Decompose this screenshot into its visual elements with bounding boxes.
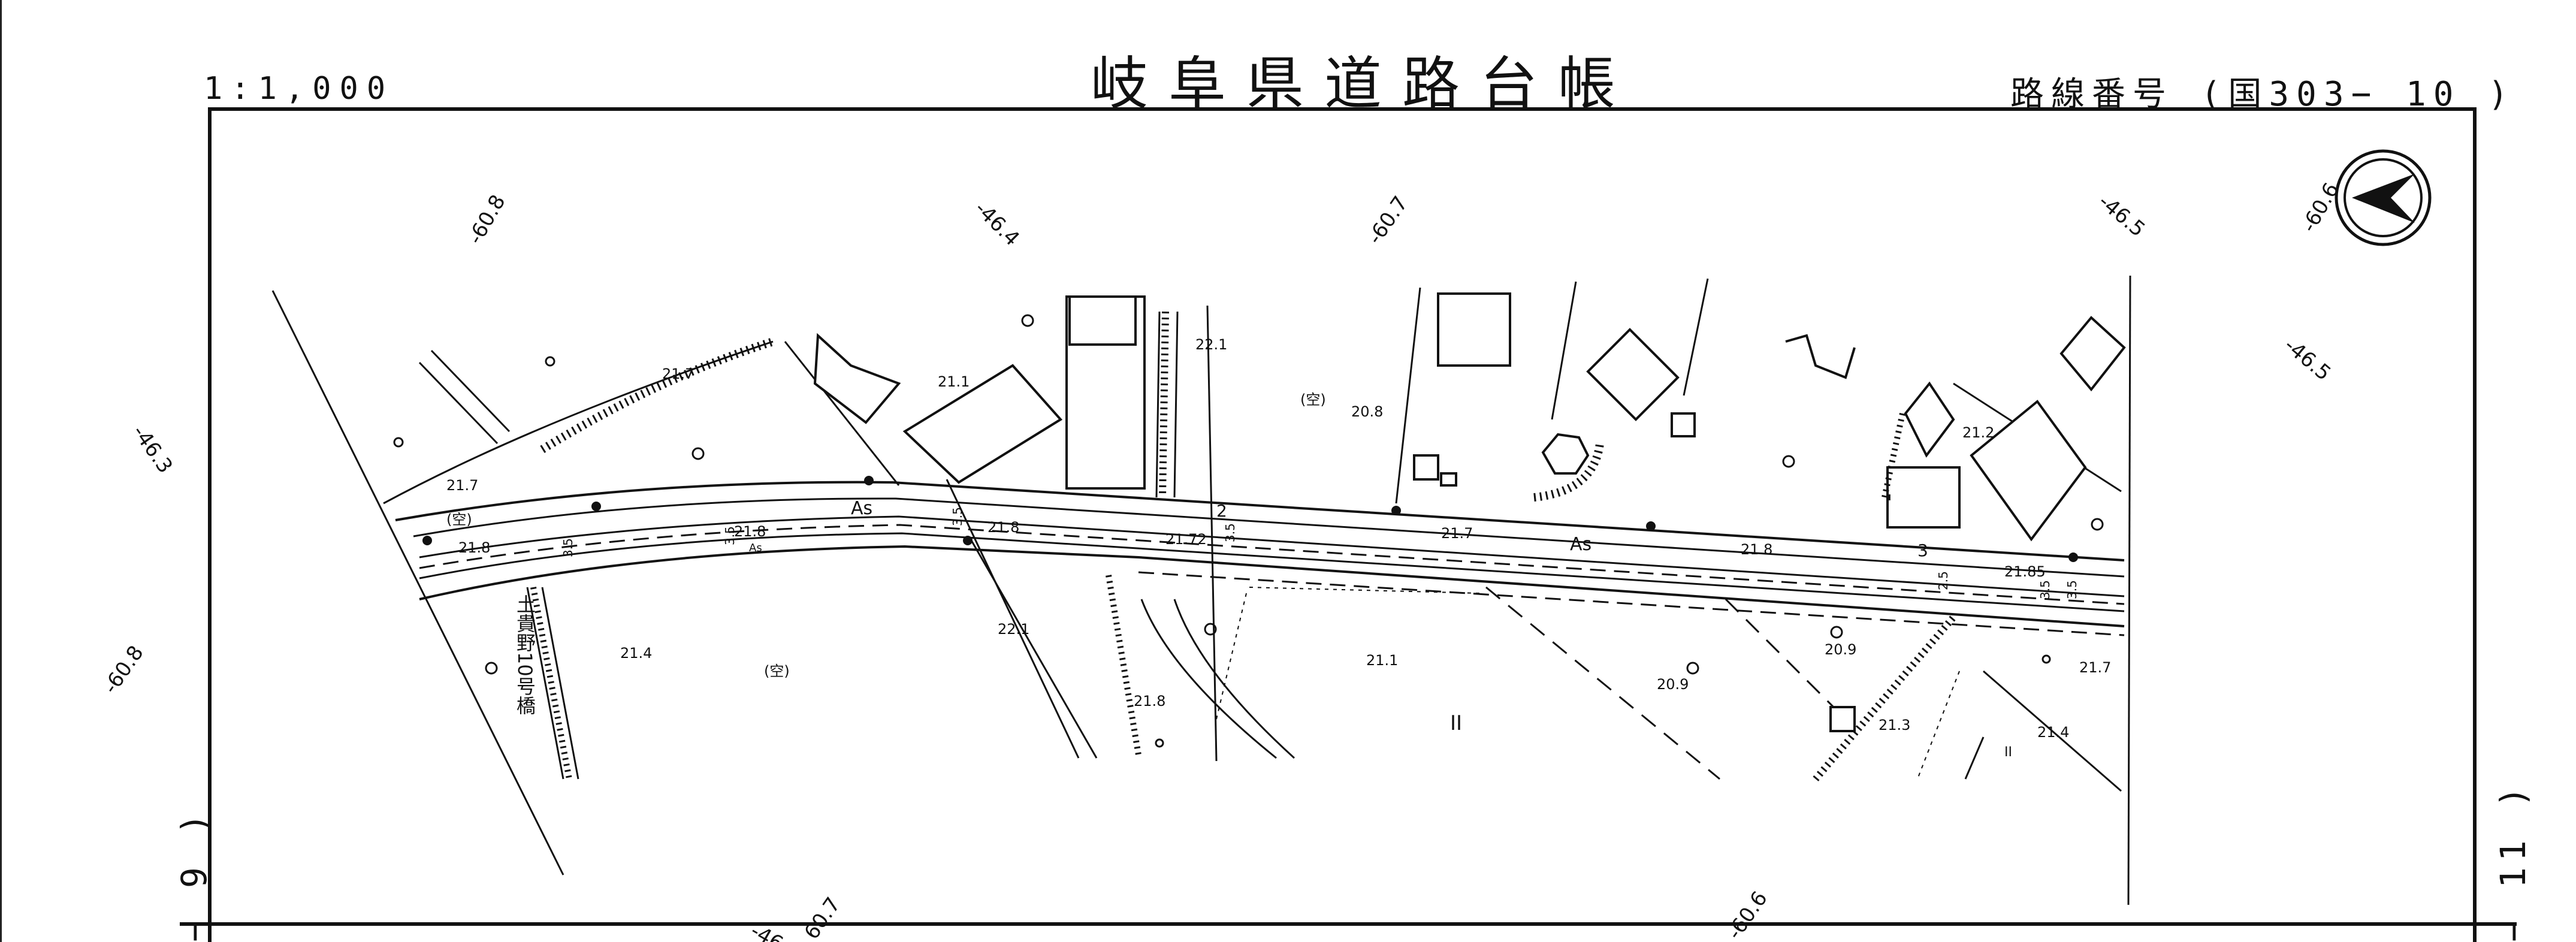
- elevation-label: 21.7: [446, 477, 478, 494]
- north-arrow-icon: [2335, 149, 2432, 246]
- elevation-label: 21.85: [2004, 563, 2046, 580]
- point-symbols: [393, 314, 2104, 748]
- elevation-label: 20.9: [1657, 676, 1689, 693]
- elevation-label: 21.2: [1962, 424, 1994, 441]
- grid-label: -60.6: [1723, 887, 1772, 942]
- grid-label: 60.7: [800, 893, 845, 942]
- elevation-label: 21.7: [662, 366, 694, 382]
- elevation-label: 22.1: [998, 621, 1029, 638]
- width-label: 3.5: [2038, 580, 2052, 599]
- elevation-label: 21.8: [458, 539, 490, 556]
- parcel-lines: [271, 275, 2131, 905]
- field-symbol: II: [1450, 711, 1462, 735]
- vacant-label: (空): [1300, 391, 1326, 408]
- width-label: 3.5: [2065, 580, 2079, 599]
- vacant-label: (空): [446, 511, 472, 528]
- elevation-label: 21.8: [987, 519, 1019, 536]
- survey-points: [422, 476, 2078, 562]
- map-scale: 1:1,000: [204, 71, 394, 107]
- grid-label: -60.8: [99, 641, 149, 698]
- station-label: 2: [1216, 501, 1227, 521]
- embankment-hatching: [418, 311, 1956, 781]
- elevation-label: 20.9: [1825, 641, 1856, 658]
- boundary-dashed: [1485, 586, 1835, 780]
- elevation-label: 21.1: [938, 373, 970, 390]
- elevation-label: 21.3: [1879, 717, 1910, 733]
- pavement-label: As: [851, 498, 872, 519]
- elevation-label: 21.8: [1134, 693, 1165, 709]
- elevation-label: 22.1: [1195, 336, 1227, 353]
- width-label: 3.5: [561, 538, 575, 557]
- pavement-label: As: [1570, 534, 1591, 555]
- width-label: 2.5: [1936, 571, 1950, 590]
- field-symbol: II: [2004, 745, 2012, 760]
- grid-label: -46: [747, 919, 787, 942]
- elevation-label: 21.4: [620, 645, 652, 662]
- grid-label: -60.7: [1363, 192, 1413, 249]
- sheet-left-edge: [0, 0, 2, 942]
- width-label: 3.5: [1223, 523, 1237, 542]
- width-label: 3.5: [723, 526, 737, 545]
- grid-label: -46.5: [2279, 333, 2335, 385]
- width-label: 3.5: [950, 507, 965, 526]
- fence-dotted: [1216, 587, 1960, 780]
- bridge-name-label: 土貴野10号橋: [514, 594, 536, 715]
- road-lane-lines: [413, 497, 2125, 612]
- road-centerline: [419, 524, 2125, 636]
- grid-labels: -60.8 -46.4 -60.7 -46.5 -60.6 -46.3 -60.…: [99, 179, 2344, 942]
- road-edges: [395, 481, 2125, 627]
- elevation-label: 21.4: [2037, 724, 2069, 741]
- grid-label: -46.5: [2094, 189, 2149, 241]
- elevation-label: 21.8: [734, 523, 766, 540]
- grid-label: -46.3: [128, 421, 177, 478]
- station-label: 3: [1917, 541, 1928, 560]
- elevation-label: 21.8: [1741, 541, 1772, 558]
- map-annotations: As As As (空) (空) (空) 土貴野10号橋 2 3 21.7 21…: [446, 336, 2111, 760]
- elevation-label: 21.72: [1165, 531, 1207, 548]
- buildings: [813, 292, 2126, 732]
- elevation-label: 21.7: [2079, 659, 2111, 676]
- elevation-label: 21.7: [1441, 525, 1473, 542]
- elevation-label: 20.8: [1351, 403, 1383, 420]
- map-frame: [208, 107, 2477, 942]
- elevation-label: 21.1: [1366, 652, 1398, 669]
- vacant-label: (空): [764, 663, 790, 680]
- grid-label: -46.4: [970, 197, 1024, 250]
- page-title: 岐阜県道路台帳: [1091, 50, 1636, 117]
- grid-label: -60.8: [463, 191, 511, 248]
- pavement-label: As: [749, 542, 762, 554]
